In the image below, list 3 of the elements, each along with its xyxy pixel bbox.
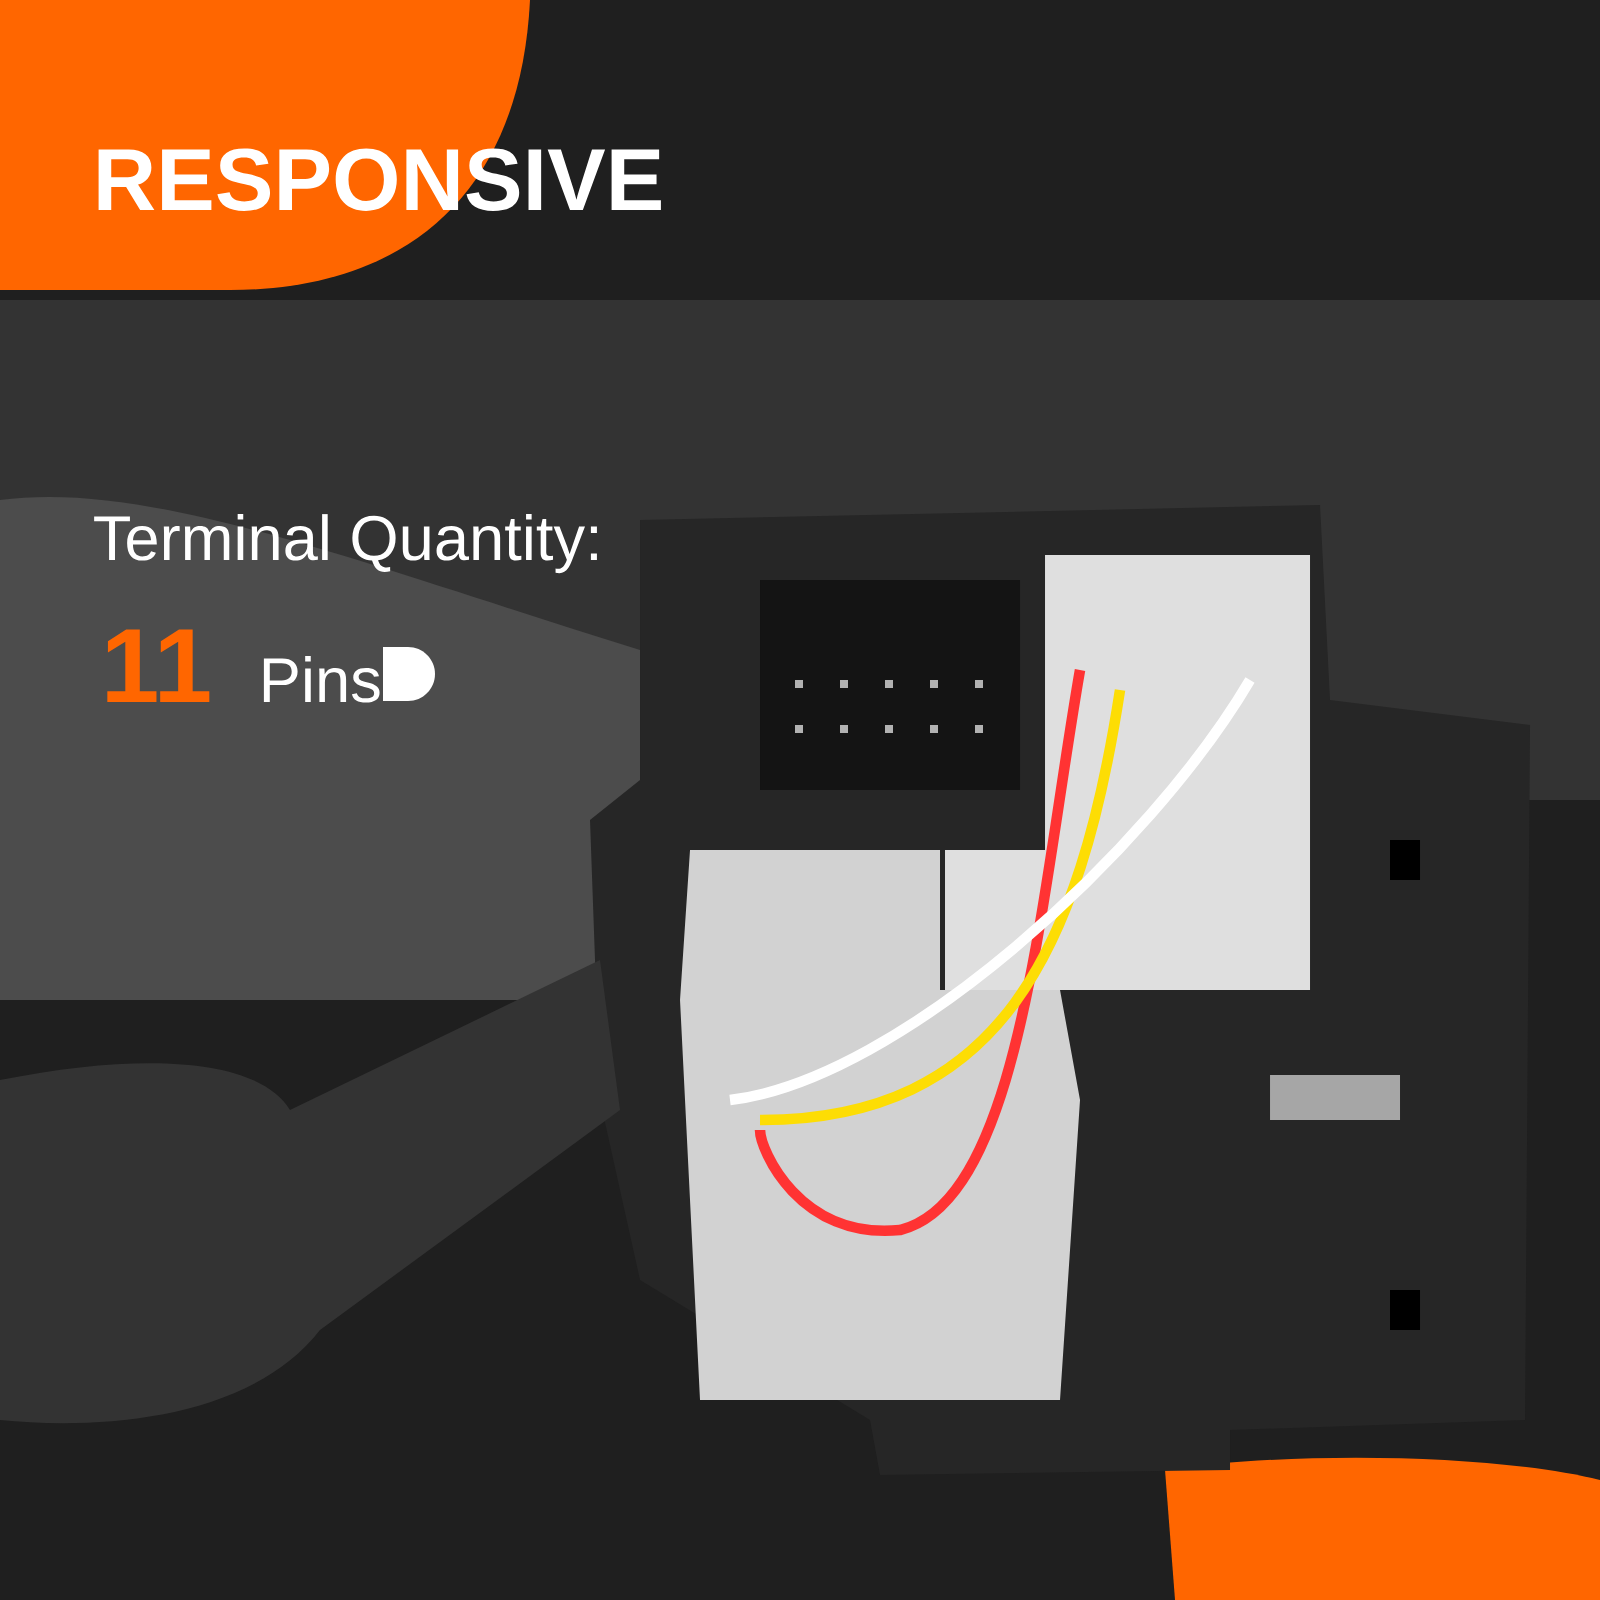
label-text: Pins: [263, 656, 380, 703]
label-text: Terminal Quantity:: [94, 514, 597, 574]
pin-count: 11: [107, 629, 210, 702]
